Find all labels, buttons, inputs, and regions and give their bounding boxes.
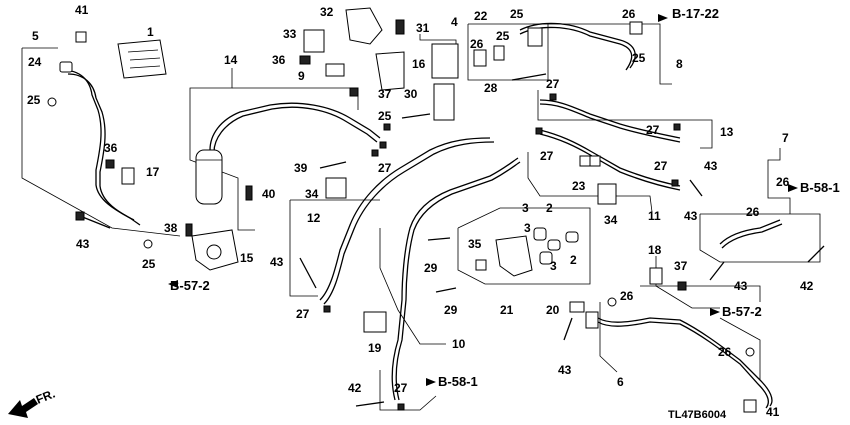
callout-27: 27 — [394, 381, 408, 395]
callout-35: 35 — [468, 237, 482, 251]
callout-26: 26 — [622, 7, 636, 21]
callout-4: 4 — [451, 15, 458, 29]
callout-3: 3 — [522, 201, 529, 215]
callout-15: 15 — [240, 251, 254, 265]
arrow-left-icon — [168, 280, 178, 288]
callout-8: 8 — [676, 57, 683, 71]
callout-22: 22 — [474, 9, 488, 23]
callout-20: 20 — [546, 303, 560, 317]
callout-30: 30 — [404, 87, 418, 101]
callout-14: 14 — [224, 53, 238, 67]
callout-43: 43 — [76, 237, 90, 251]
callout-18: 18 — [648, 243, 662, 257]
callout-29: 29 — [444, 303, 458, 317]
part-illustrations — [47, 7, 825, 413]
callout-27: 27 — [646, 123, 660, 137]
reference-b17-22: B-17-22 — [672, 6, 719, 21]
callout-42: 42 — [800, 279, 814, 293]
callout-26: 26 — [470, 37, 484, 51]
callout-42: 42 — [348, 381, 362, 395]
callout-43: 43 — [734, 279, 748, 293]
callout-2: 2 — [546, 201, 553, 215]
drawing-code: TL47B6004 — [668, 409, 727, 421]
arrow-right-icon — [710, 308, 720, 316]
front-direction-indicator: FR. — [8, 387, 57, 418]
callout-32: 32 — [320, 5, 334, 19]
callout-6: 6 — [617, 375, 624, 389]
callout-21: 21 — [500, 303, 514, 317]
callout-11: 11 — [648, 209, 661, 223]
callout-41: 41 — [766, 405, 780, 419]
callout-26: 26 — [746, 205, 760, 219]
callout-27: 27 — [654, 159, 668, 173]
callout-2: 2 — [570, 253, 577, 267]
front-arrow-icon — [8, 398, 38, 418]
callout-34: 34 — [604, 213, 618, 227]
callout-34: 34 — [305, 187, 319, 201]
reference-b57-2-right: B-57-2 — [722, 304, 762, 319]
callout-43: 43 — [704, 159, 718, 173]
reference-b57-2-left: B-57-2 — [170, 278, 210, 293]
leader-lines — [21, 23, 821, 411]
callout-36: 36 — [272, 53, 286, 67]
reference-arrows — [168, 14, 798, 386]
arrow-right-icon — [426, 378, 436, 386]
callouts: 41 1 5 24 25 14 36 17 43 25 38 40 15 32 … — [27, 3, 840, 421]
callout-12: 12 — [307, 211, 321, 225]
callout-25: 25 — [378, 109, 392, 123]
callout-3: 3 — [524, 221, 531, 235]
callout-33: 33 — [283, 27, 297, 41]
callout-25: 25 — [142, 257, 156, 271]
callout-39: 39 — [294, 161, 308, 175]
callout-3: 3 — [550, 259, 557, 273]
callout-29: 29 — [424, 261, 438, 275]
callout-41: 41 — [75, 3, 89, 17]
callout-43: 43 — [558, 363, 572, 377]
arrow-right-icon — [788, 184, 798, 192]
callout-23: 23 — [572, 179, 586, 193]
callout-27: 27 — [540, 149, 554, 163]
callout-7: 7 — [782, 131, 789, 145]
callout-13: 13 — [720, 125, 734, 139]
callout-27: 27 — [378, 161, 392, 175]
callout-27: 27 — [546, 77, 560, 91]
callout-43: 43 — [270, 255, 284, 269]
callout-1: 1 — [147, 25, 154, 39]
front-label: FR. — [34, 387, 57, 407]
callout-37: 37 — [674, 259, 688, 273]
callout-26: 26 — [776, 175, 790, 189]
callout-26: 26 — [718, 345, 732, 359]
callout-28: 28 — [484, 81, 498, 95]
reference-b58-1-bottom: B-58-1 — [438, 374, 478, 389]
callout-27: 27 — [296, 307, 310, 321]
callout-31: 31 — [416, 21, 430, 35]
callout-9: 9 — [298, 69, 305, 83]
callout-25: 25 — [27, 93, 41, 107]
callout-10: 10 — [452, 337, 466, 351]
arrow-right-icon — [658, 14, 668, 22]
callout-25: 25 — [632, 51, 646, 65]
callout-25: 25 — [510, 7, 524, 21]
reference-b58-1-right: B-58-1 — [800, 180, 840, 195]
callout-19: 19 — [368, 341, 382, 355]
callout-37: 37 — [378, 87, 392, 101]
callout-38: 38 — [164, 221, 178, 235]
callout-25: 25 — [496, 29, 510, 43]
pipes — [61, 22, 783, 409]
callout-16: 16 — [412, 57, 426, 71]
callout-5: 5 — [32, 29, 39, 43]
callout-43: 43 — [684, 209, 698, 223]
callout-17: 17 — [146, 165, 160, 179]
callout-24: 24 — [28, 55, 42, 69]
callout-26: 26 — [620, 289, 634, 303]
callout-40: 40 — [262, 187, 276, 201]
callout-36: 36 — [104, 141, 118, 155]
